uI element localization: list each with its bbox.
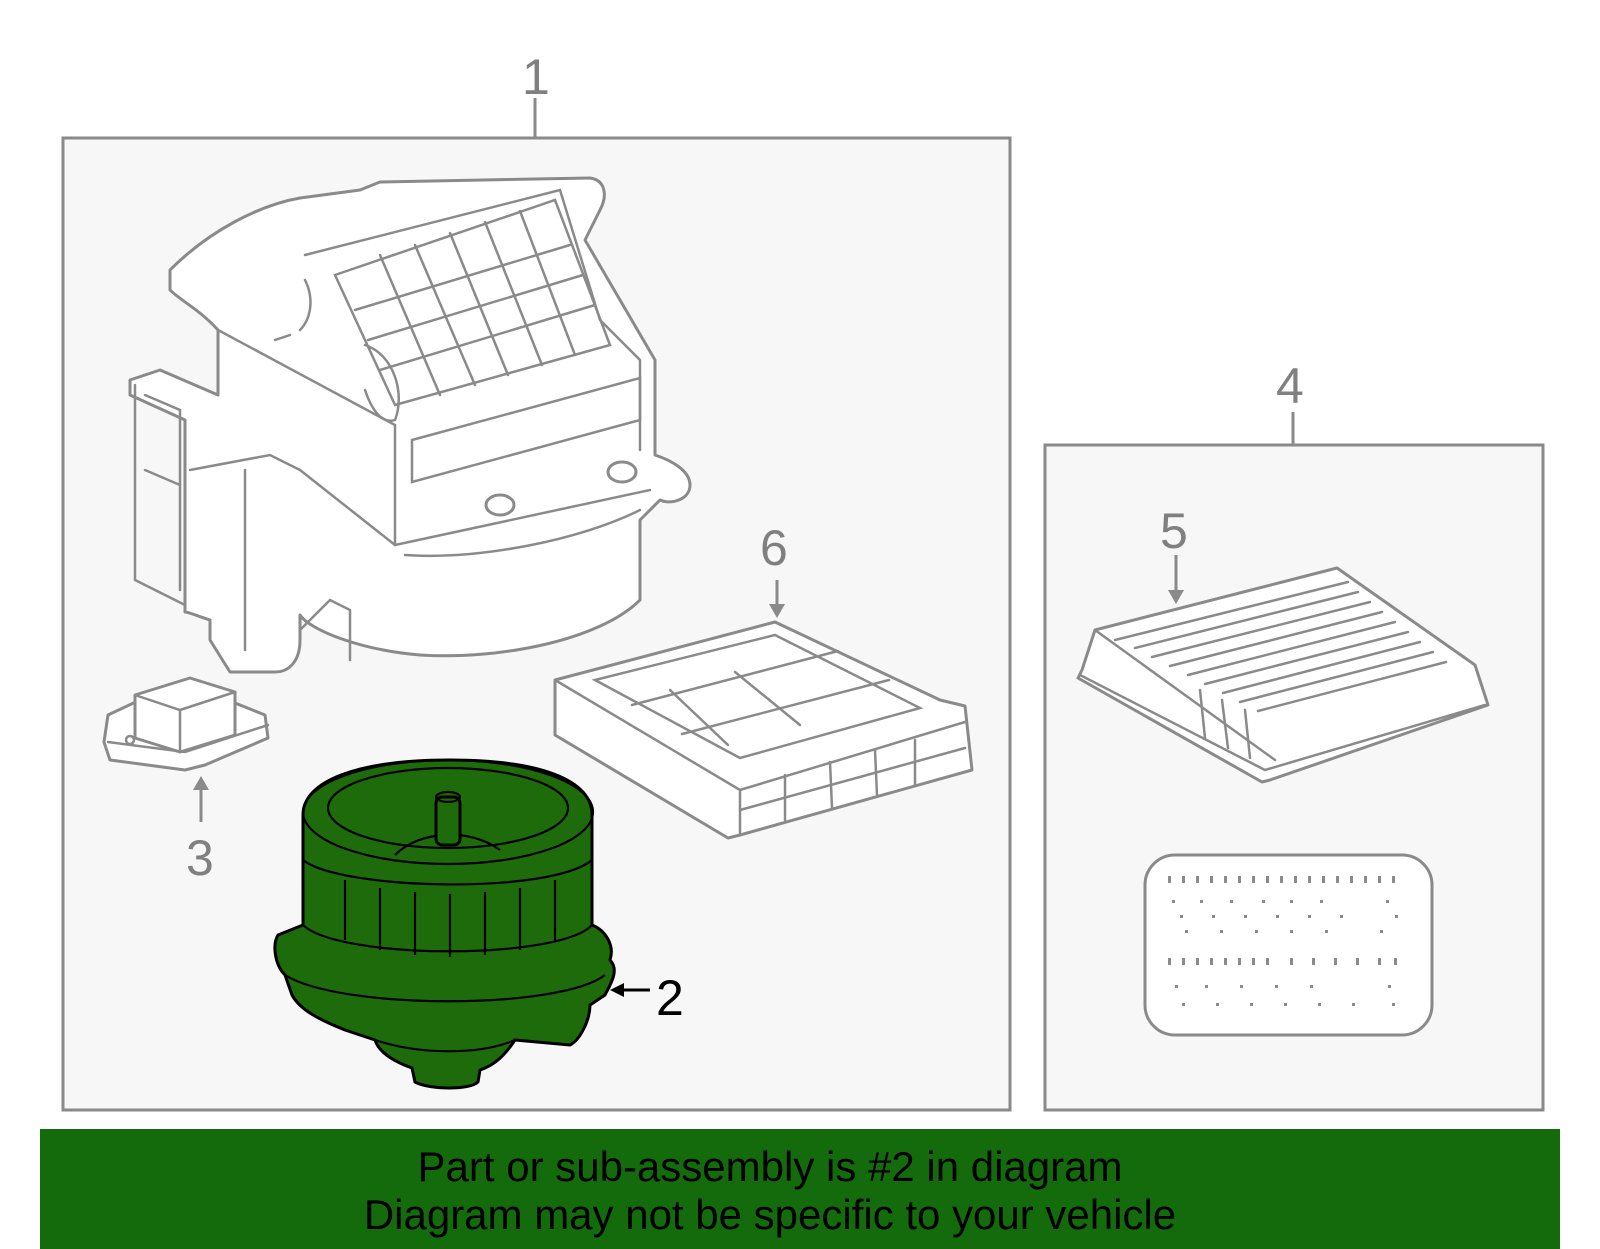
callout-4: 4 (1276, 358, 1304, 414)
callout-5: 5 (1160, 503, 1188, 559)
filter-case (553, 620, 974, 840)
callout-6: 6 (760, 520, 788, 576)
callout-5-arrowhead (1168, 590, 1184, 604)
caption-line-2: Diagram may not be specific to your vehi… (363, 1191, 1177, 1238)
callout-2-arrowhead (610, 983, 624, 997)
caption-line-1: Part or sub-assembly is #2 in diagram (417, 1143, 1123, 1190)
caption-banner: Part or sub-assembly is #2 in diagram Di… (40, 1129, 1560, 1249)
instruction-sheet (1143, 853, 1434, 1037)
callout-3-arrowhead (193, 776, 209, 790)
callout-6-arrowhead (769, 604, 785, 618)
callout-3: 3 (186, 830, 214, 886)
callout-2: 2 (656, 970, 684, 1026)
callout-1: 1 (522, 49, 550, 105)
blower-housing (128, 176, 692, 674)
blower-resistor (102, 676, 270, 772)
cabin-air-filter (1076, 566, 1490, 784)
blower-motor-highlight (273, 758, 616, 1090)
